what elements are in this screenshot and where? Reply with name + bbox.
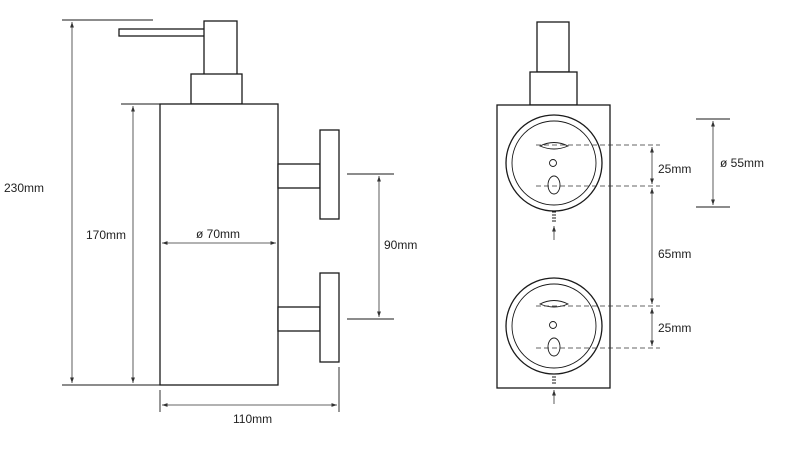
container-body (159, 103, 279, 386)
side-view: 230mm 170mm ø 70mm 90mm 110mm (4, 19, 417, 426)
depth-label: 110mm (233, 412, 272, 426)
holder-spacing-label: 90mm (384, 238, 417, 252)
upper-mounting-ring (505, 114, 603, 212)
lower-offset-label: 25mm (658, 321, 691, 335)
lower-holder-arm (277, 306, 321, 332)
lower-holder-plate (319, 272, 340, 363)
upper-holder-arm (277, 163, 321, 189)
lower-mounting-ring (505, 277, 603, 375)
front-pump-collar (529, 71, 578, 106)
ring-diameter-label: ø 55mm (720, 156, 764, 170)
pump-head (203, 20, 238, 76)
pump-collar (190, 73, 243, 105)
diameter-label: ø 70mm (196, 227, 240, 241)
body-height-label: 170mm (86, 228, 126, 242)
upper-holder-plate (319, 129, 340, 220)
upper-screw (552, 211, 556, 240)
pump-nozzle (118, 28, 206, 37)
lower-screw (552, 373, 556, 404)
front-pump-head (536, 21, 570, 73)
upper-offset-label: 25mm (658, 162, 691, 176)
front-view: 25mm ø 55mm 65mm 25mm (496, 21, 764, 404)
mount-spacing-label: 65mm (658, 247, 691, 261)
total-height-label: 230mm (4, 181, 44, 195)
